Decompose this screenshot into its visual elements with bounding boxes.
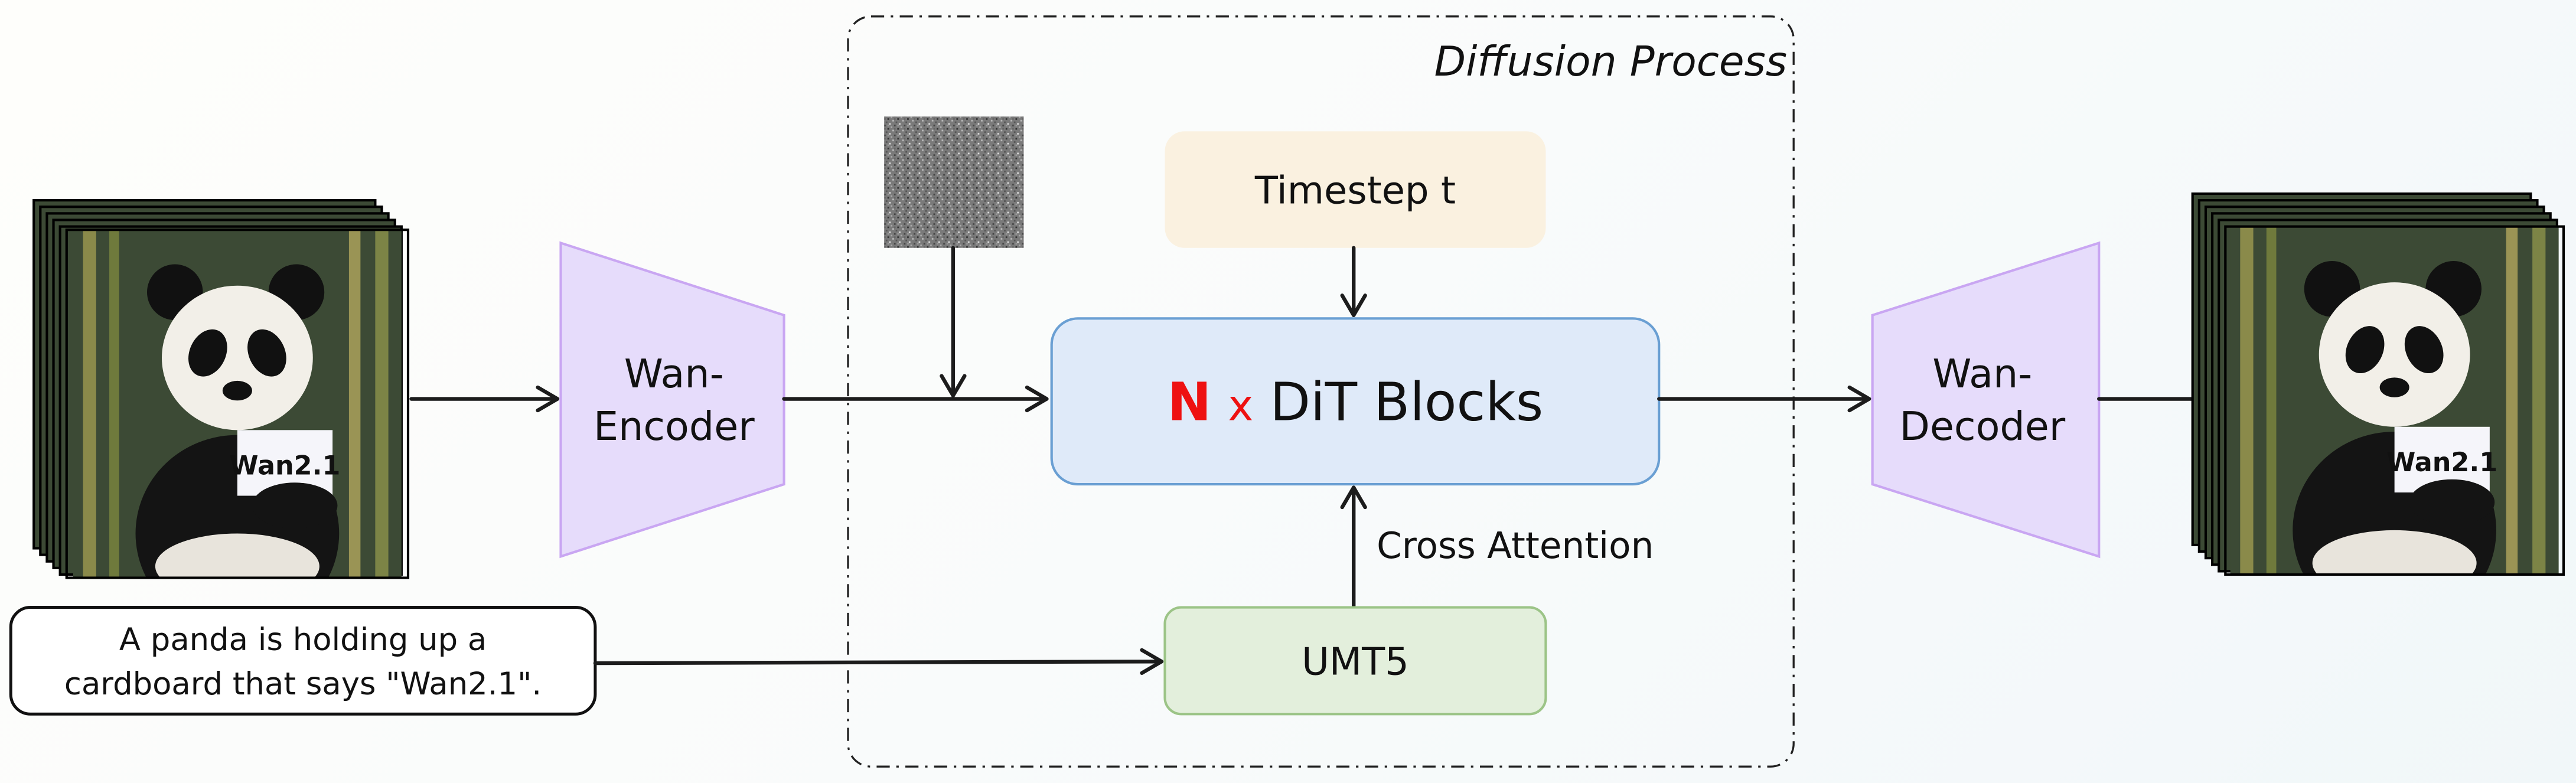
svg-text:N x DiT Blocks: N x DiT Blocks bbox=[1168, 371, 1543, 433]
dit-blocks-box: N x DiT Blocks bbox=[1050, 317, 1661, 486]
wan-decoder: Wan- Decoder bbox=[1871, 241, 2101, 559]
arrow-prompt-to-umt5 bbox=[593, 648, 1164, 675]
output-video-frame-image bbox=[2230, 226, 2559, 575]
dit-n: N bbox=[1168, 371, 1211, 433]
diffusion-process-frame: Diffusion Process bbox=[847, 15, 1795, 768]
diffusion-process-title: Diffusion Process bbox=[1434, 38, 1787, 86]
timestep-label: Timestep t bbox=[1254, 169, 1456, 213]
encoder-label-line2: Encoder bbox=[594, 403, 755, 449]
timestep-box: Timestep t bbox=[1165, 131, 1546, 248]
output-video-frames bbox=[2191, 192, 2565, 576]
dit-label: DiT Blocks bbox=[1270, 371, 1544, 433]
prompt-line2: cardboard that says "Wan2.1". bbox=[64, 666, 542, 702]
arrow-video-to-encoder bbox=[409, 385, 560, 413]
prompt-line1: A panda is holding up a bbox=[119, 622, 487, 658]
arrow-dit-to-decoder bbox=[1657, 385, 1871, 413]
noise-latent-image bbox=[884, 116, 1024, 248]
arrow-umt5-to-dit bbox=[1340, 485, 1367, 609]
decoder-label-line2: Decoder bbox=[1900, 403, 2066, 449]
cross-attention-label: Cross Attention bbox=[1377, 525, 1654, 567]
arrow-encoder-to-dit bbox=[782, 385, 1049, 413]
wan-encoder: Wan- Encoder bbox=[559, 241, 785, 559]
umt5-box: UMT5 bbox=[1163, 606, 1547, 716]
umt5-label: UMT5 bbox=[1302, 641, 1409, 684]
text-prompt-box: A panda is holding up a cardboard that s… bbox=[9, 606, 597, 716]
input-video-frames bbox=[32, 199, 410, 579]
encoder-label-line1: Wan- bbox=[624, 351, 724, 397]
decoder-label-line1: Wan- bbox=[1932, 351, 2032, 397]
input-video-frame-image bbox=[73, 230, 402, 578]
dit-times: x bbox=[1228, 381, 1253, 431]
arrow-noise-to-dit bbox=[940, 246, 967, 398]
arrow-timestep-to-dit bbox=[1340, 246, 1367, 317]
